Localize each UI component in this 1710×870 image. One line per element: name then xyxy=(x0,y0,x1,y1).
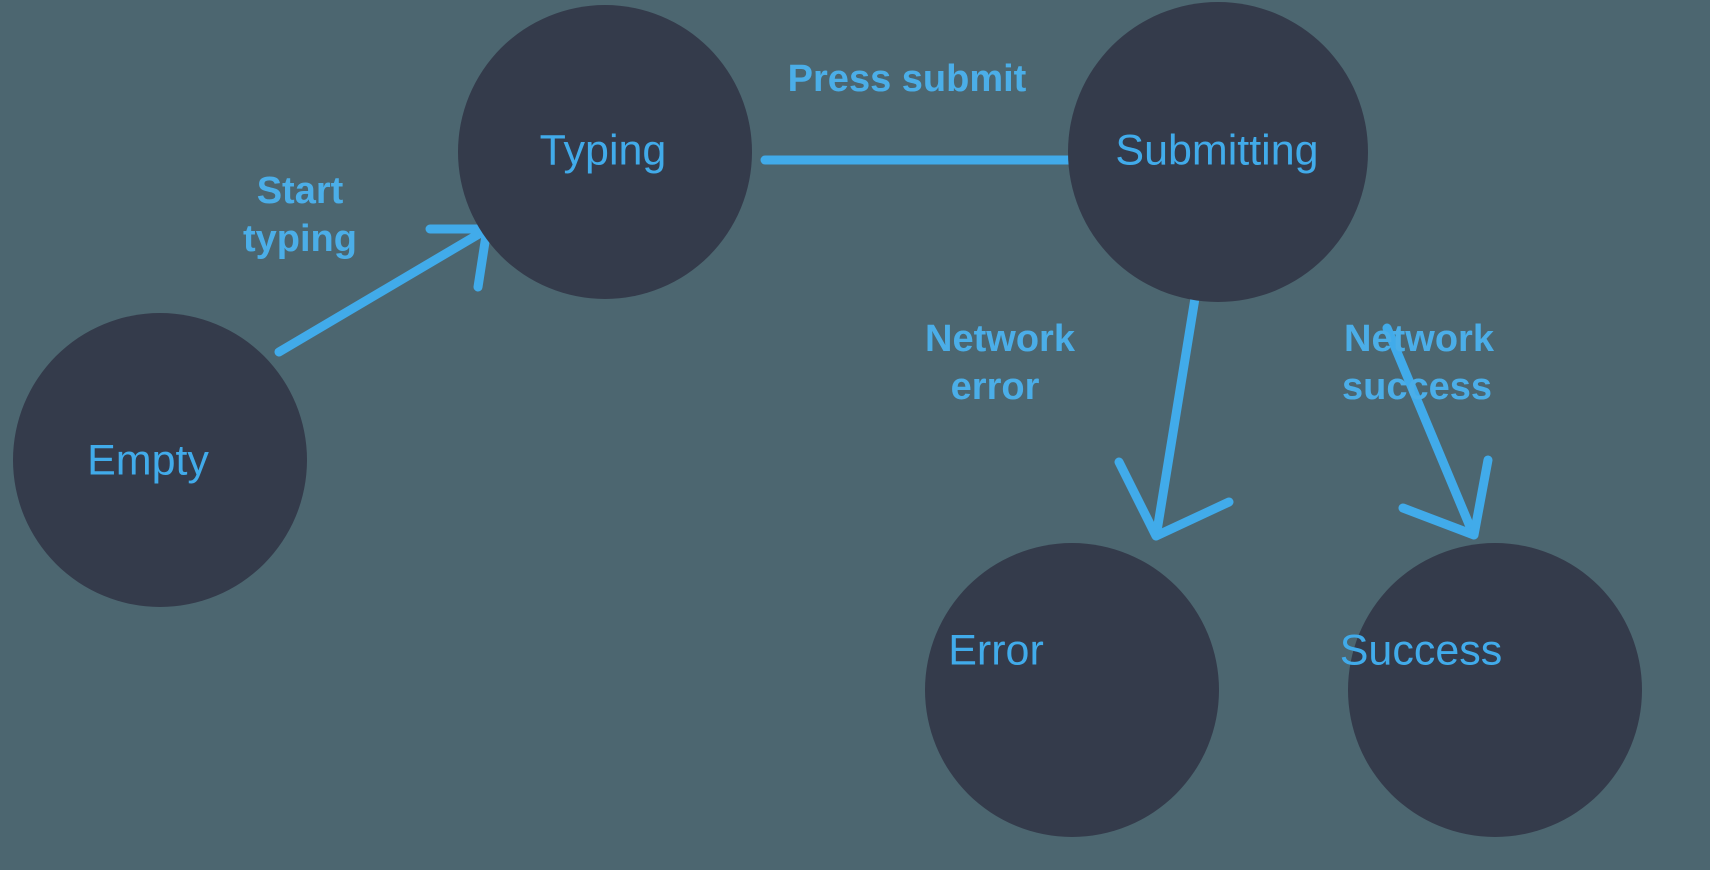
transition-label-start-typing-line2: typing xyxy=(243,218,357,260)
transition-label-network-error: Network error xyxy=(925,318,1076,408)
transition-label-start-typing-line1: Start xyxy=(257,170,344,212)
state-label-submitting: Submitting xyxy=(1115,126,1318,174)
state-node-typing[interactable]: Typing xyxy=(458,5,752,299)
state-label-error: Error xyxy=(948,626,1044,674)
state-node-error[interactable]: Error xyxy=(925,543,1219,837)
transition-network-success[interactable] xyxy=(1382,323,1493,540)
state-label-success: Success xyxy=(1340,626,1503,674)
transition-network-error-line xyxy=(1152,287,1201,536)
state-node-submitting[interactable]: Submitting xyxy=(1068,2,1368,302)
state-circle-empty xyxy=(13,313,307,607)
transition-label-network-success-line1: Network xyxy=(1344,318,1495,360)
transition-label-press-submit-line1: Press submit xyxy=(788,58,1027,100)
state-label-empty: Empty xyxy=(87,436,209,484)
state-circle-typing xyxy=(458,5,752,299)
state-node-empty[interactable]: Empty xyxy=(13,313,307,607)
state-label-typing: Typing xyxy=(540,126,667,174)
state-node-success[interactable]: Success xyxy=(1340,543,1642,837)
transition-label-start-typing: Start typing xyxy=(243,170,357,260)
transition-network-error[interactable] xyxy=(1114,287,1234,541)
transition-label-press-submit: Press submit xyxy=(788,58,1027,100)
state-circle-error xyxy=(925,543,1219,837)
transition-start-typing-line xyxy=(274,226,489,357)
transition-network-success-line xyxy=(1382,323,1476,534)
state-circle-submitting xyxy=(1068,2,1368,302)
transition-label-network-error-line1: Network xyxy=(925,318,1076,360)
transition-label-network-success-line2: success xyxy=(1342,366,1492,408)
transition-network-error-arrowhead xyxy=(1114,457,1234,541)
transition-label-network-error-line2: error xyxy=(951,366,1040,408)
transition-network-success-arrowhead xyxy=(1398,455,1493,540)
transition-label-network-success: Network success xyxy=(1342,318,1495,408)
state-circle-success xyxy=(1348,543,1642,837)
